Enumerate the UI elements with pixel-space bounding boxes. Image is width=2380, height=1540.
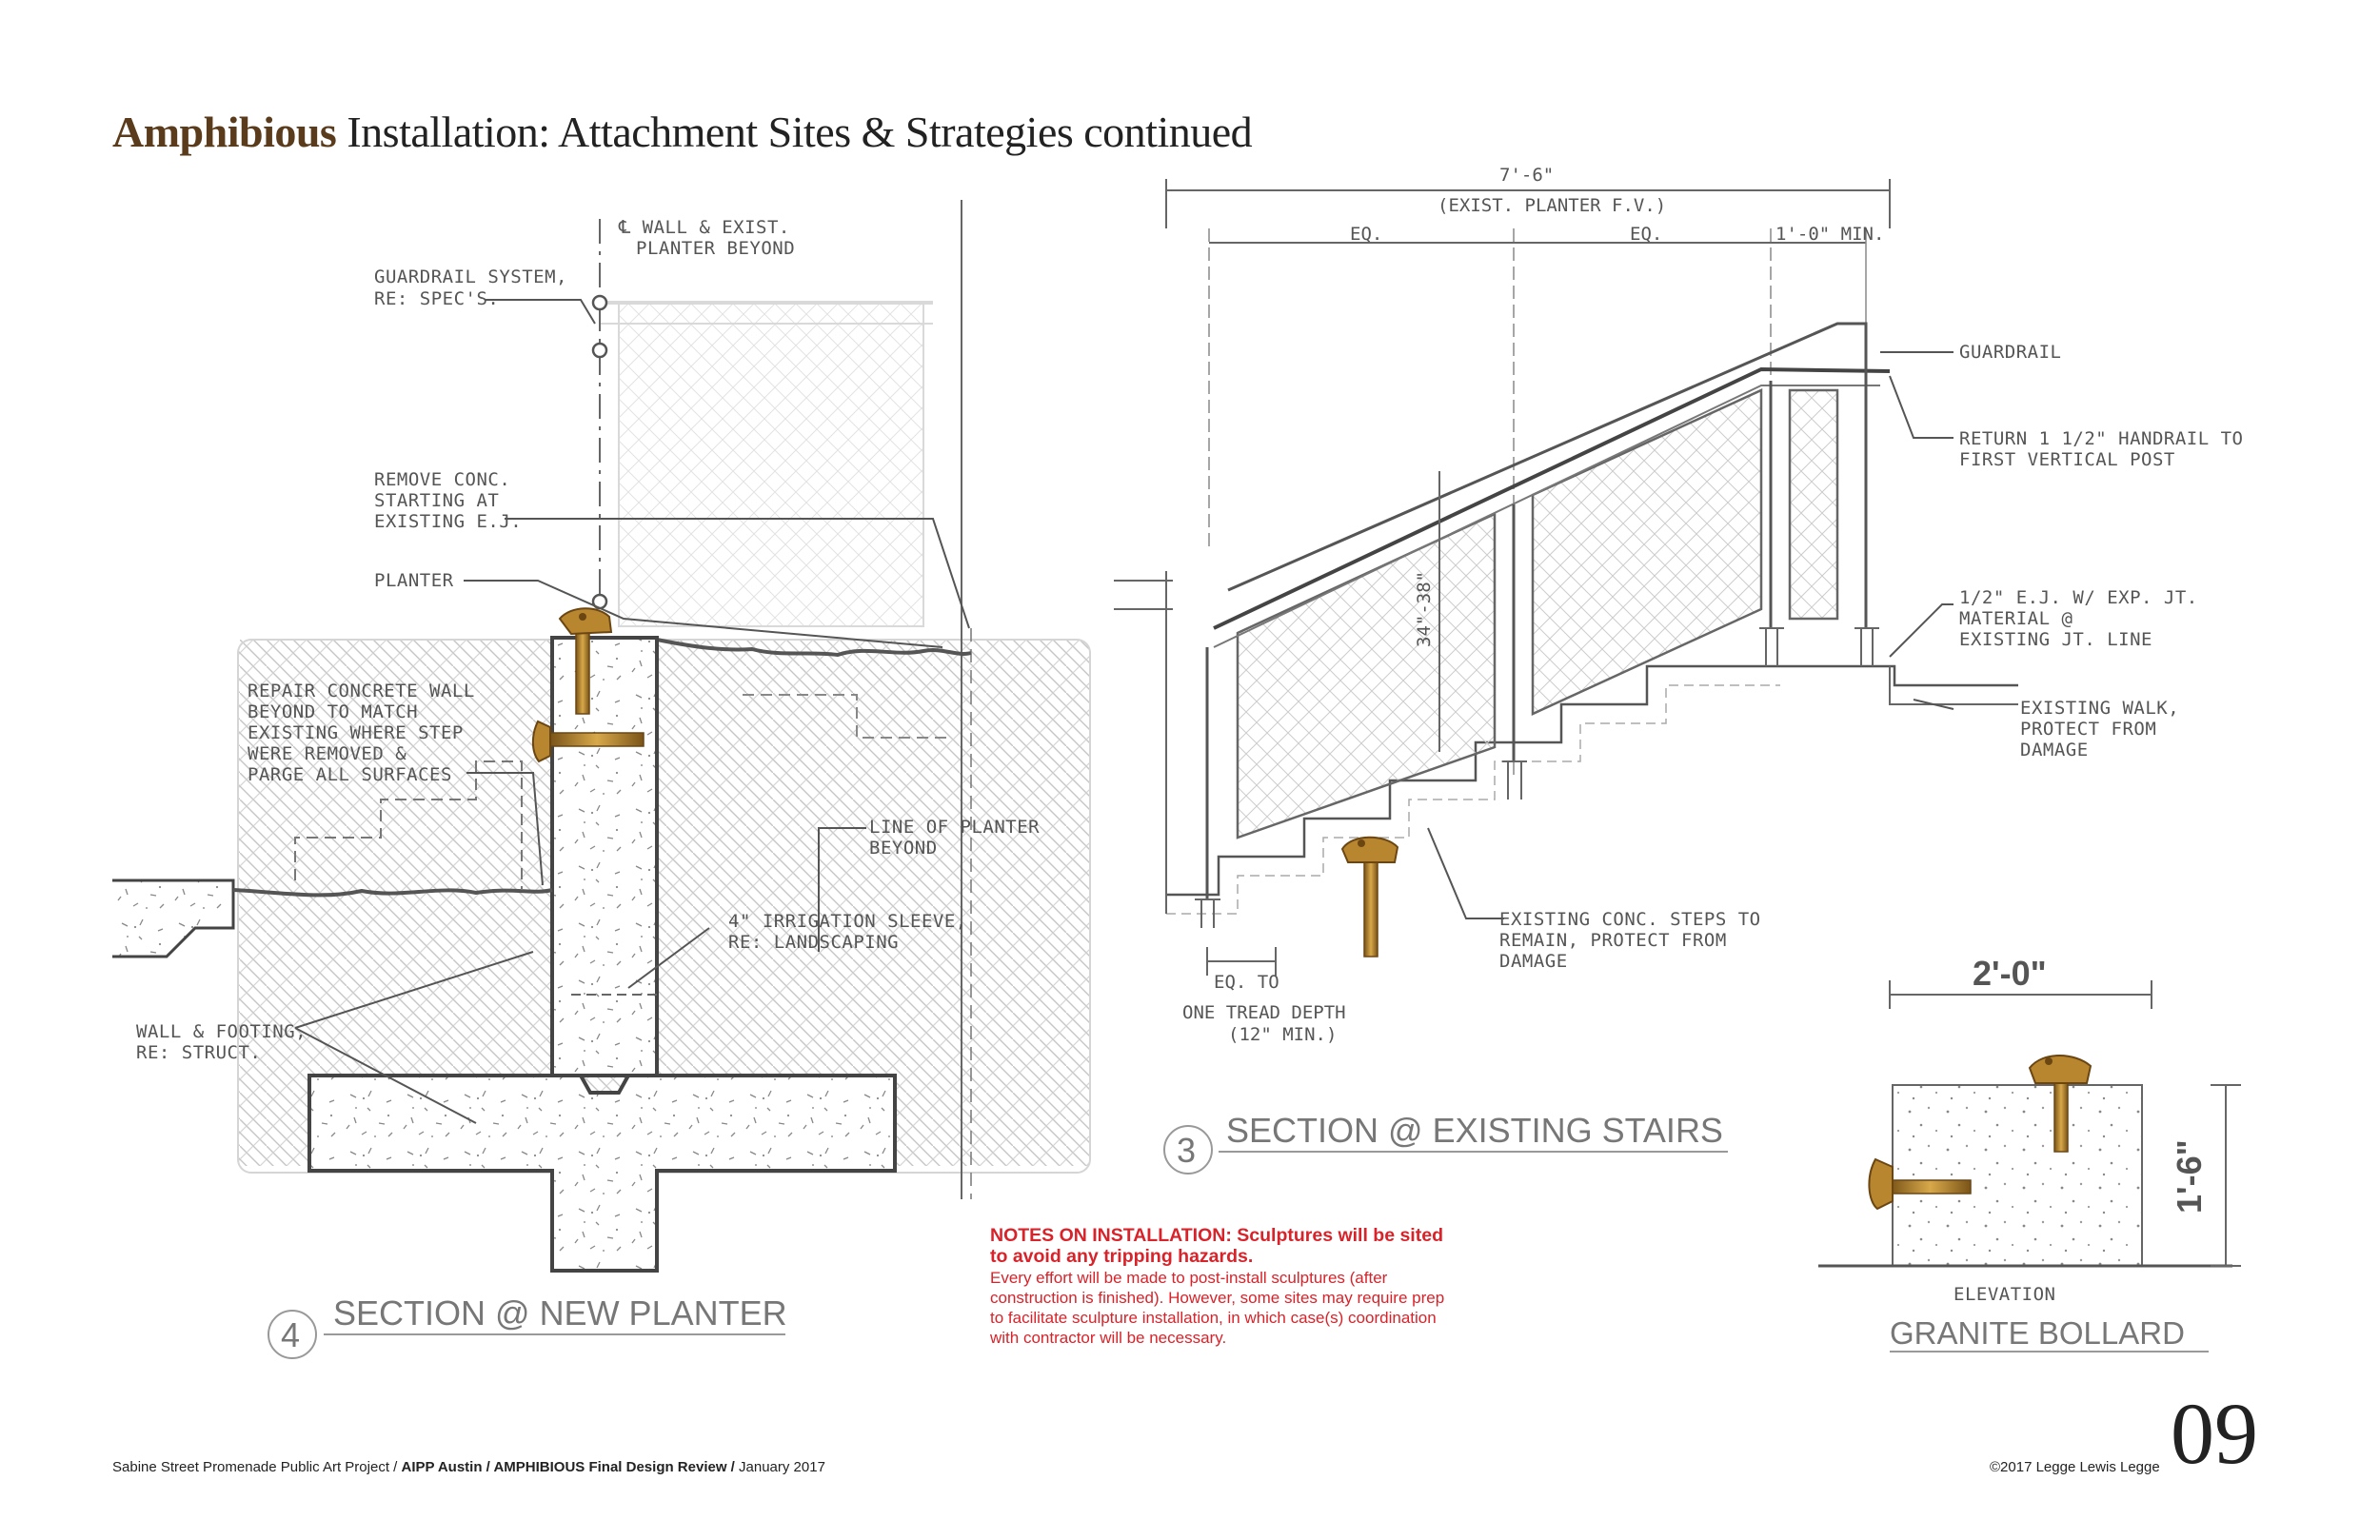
callout-steps-2: REMAIN, PROTECT FROM: [1499, 930, 1727, 951]
dim-overall-note: (EXIST. PLANTER F.V.): [1438, 195, 1666, 216]
notes-body: Every effort will be made to post-instal…: [990, 1269, 1445, 1347]
callout-centerline: ℄ WALL & EXIST.: [618, 217, 790, 238]
callout-irrigation: 4" IRRIGATION SLEEVE,: [728, 911, 967, 932]
notes-heading: NOTES ON INSTALLATION: Sculptures will b…: [990, 1225, 1443, 1267]
footer-project: Sabine Street Promenade Public Art Proje…: [112, 1459, 402, 1475]
dim-tread-2: (12" MIN.): [1228, 1024, 1337, 1045]
callout-return: RETURN 1 1/2" HANDRAIL TO: [1959, 428, 2243, 449]
callout-footing-2: RE: STRUCT.: [136, 1042, 261, 1063]
section-new-planter: ℄ WALL & EXIST. PLANTER BEYOND GUARDRAIL…: [112, 200, 1091, 1359]
dim-min: 1'-0" MIN.: [1775, 224, 1884, 245]
bollard-view: ELEVATION: [1954, 1284, 2055, 1305]
wall-footing: [307, 1074, 897, 1273]
frog-sculpture-side: [531, 720, 645, 763]
rail-panel-1: [1236, 512, 1497, 839]
callout-ej-2: MATERIAL @: [1959, 608, 2073, 629]
handrail: [1213, 366, 1891, 630]
title-rest: Installation: Attachment Sites & Strateg…: [336, 108, 1253, 156]
soil-hatch: [238, 640, 1090, 1166]
rail-panel-2: [1531, 388, 1763, 716]
bollard-title: GRANITE BOLLARD: [1890, 1315, 2185, 1351]
title-brand: Amphibious: [112, 108, 337, 156]
section-4-number: 4: [281, 1315, 300, 1354]
bollard-height: 1'-6": [2170, 1139, 2209, 1214]
callout-repair-4: WERE REMOVED &: [248, 743, 407, 764]
callout-repair-3: EXISTING WHERE STEP: [248, 722, 464, 743]
frog-sculpture-top: [558, 607, 613, 715]
callout-ej-3: EXISTING JT. LINE: [1959, 629, 2152, 650]
callout-line-of-planter-2: BEYOND: [869, 838, 938, 859]
callout-guardrail-2: RE: SPEC'S.: [374, 288, 499, 309]
dim-eq-a: EQ.: [1350, 224, 1382, 245]
frog-sculpture-bollard-side: [1868, 1157, 1972, 1211]
callout-repair: REPAIR CONCRETE WALL: [248, 681, 475, 701]
callout-repair-5: PARGE ALL SURFACES: [248, 764, 452, 785]
guardrail-beyond: [600, 301, 933, 627]
callout-remove-2: STARTING AT: [374, 490, 499, 511]
callout-steps: EXISTING CONC. STEPS TO: [1499, 909, 1761, 930]
callout-guardrail-stairs: GUARDRAIL: [1959, 342, 2061, 363]
page-title: Amphibious Installation: Attachment Site…: [112, 107, 1253, 157]
callout-steps-3: DAMAGE: [1499, 951, 1568, 972]
stair-profile: [1166, 664, 2018, 897]
callout-walk: EXISTING WALK,: [2020, 698, 2179, 719]
granite-bollard: 2'-0" 1'-6" ELEVATION GRANITE BOLLARD: [1818, 954, 2241, 1352]
dim-eq-to: EQ. TO: [1214, 972, 1279, 993]
section-existing-stairs: 7'-6" (EXIST. PLANTER F.V.) EQ. EQ. 1'-0…: [1114, 165, 2243, 1175]
callout-irrigation-2: RE: LANDSCAPING: [728, 932, 899, 953]
dim-tread: ONE TREAD DEPTH: [1182, 1002, 1346, 1023]
callout-line-of-planter: LINE OF PLANTER: [869, 817, 1040, 838]
callout-ej: 1/2" E.J. W/ EXP. JT.: [1959, 587, 2198, 608]
page-number: 09: [2171, 1385, 2258, 1482]
rail-panel-3: [1788, 388, 1839, 621]
frog-sculpture-stair: [1340, 836, 1399, 958]
callout-remove-3: EXISTING E.J.: [374, 511, 522, 532]
bollard-body: [1892, 1084, 2143, 1267]
callout-footing: WALL & FOOTING,: [136, 1021, 307, 1042]
footer-org: AIPP Austin / AMPHIBIOUS Final Design Re…: [401, 1459, 740, 1475]
bollard-width: 2'-0": [1973, 954, 2047, 993]
planter-grade: [656, 638, 972, 658]
dim-height: 34"-38": [1414, 571, 1435, 647]
callout-walk-3: DAMAGE: [2020, 740, 2089, 760]
copyright: ©2017 Legge Lewis Legge: [1990, 1459, 2160, 1475]
planter-wall: [550, 636, 659, 1077]
callout-guardrail: GUARDRAIL SYSTEM,: [374, 267, 567, 287]
dim-overall: 7'-6": [1499, 165, 1554, 186]
footer: Sabine Street Promenade Public Art Proje…: [112, 1459, 825, 1475]
frog-sculpture-bollard-top: [2028, 1055, 2092, 1153]
callout-planter: PLANTER: [374, 570, 454, 591]
section-4-title: SECTION @ NEW PLANTER: [333, 1293, 787, 1333]
callout-repair-2: BEYOND TO MATCH: [248, 701, 418, 722]
dim-eq-b: EQ.: [1630, 224, 1662, 245]
section-3-title: SECTION @ EXISTING STAIRS: [1226, 1111, 1723, 1150]
installation-notes: NOTES ON INSTALLATION: Sculptures will b…: [990, 1225, 1457, 1348]
callout-return-2: FIRST VERTICAL POST: [1959, 449, 2175, 470]
section-3-number: 3: [1177, 1131, 1196, 1170]
callout-centerline-2: PLANTER BEYOND: [636, 238, 795, 259]
callout-remove: REMOVE CONC.: [374, 469, 510, 490]
callout-walk-2: PROTECT FROM: [2020, 719, 2156, 740]
footer-date: January 2017: [739, 1459, 825, 1475]
